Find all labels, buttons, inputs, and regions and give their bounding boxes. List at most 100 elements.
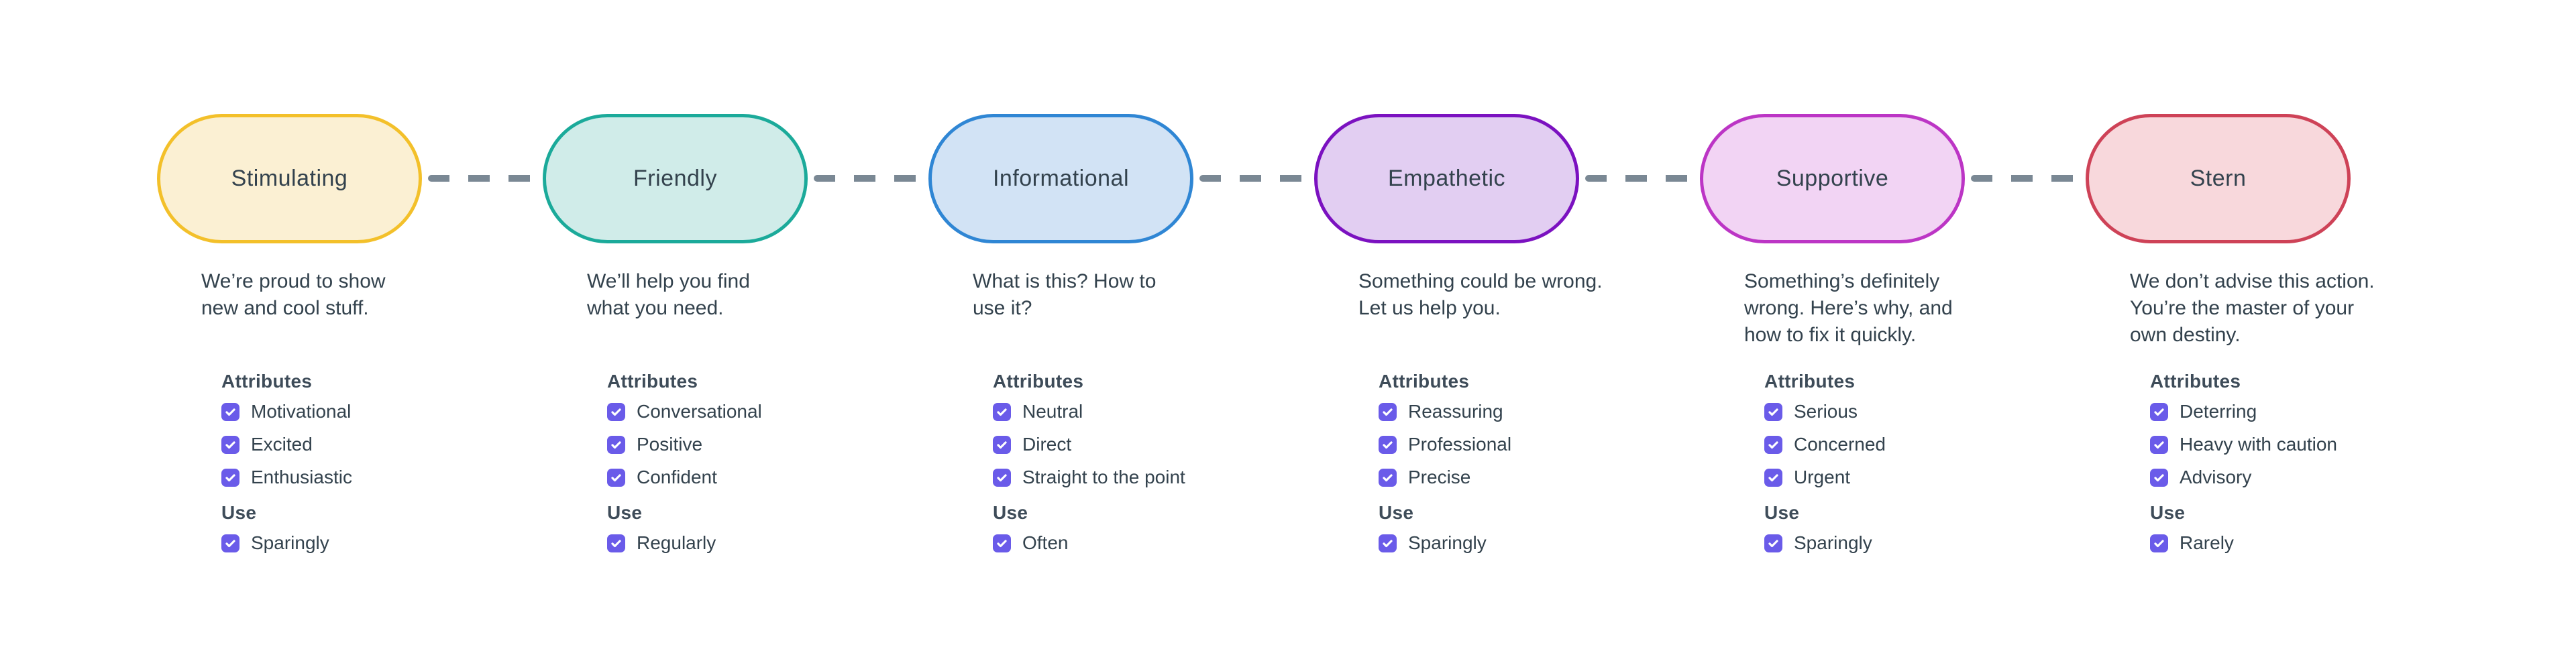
- checkbox-checked-icon[interactable]: [2150, 435, 2168, 454]
- checkbox-checked-icon[interactable]: [993, 534, 1011, 552]
- attribute-label: Precise: [1408, 467, 1471, 487]
- use-section: Use Sparingly: [97, 501, 482, 553]
- attributes-heading: Attributes: [993, 371, 1084, 392]
- checkmark-icon: [611, 440, 621, 449]
- checkmark-icon: [1383, 408, 1393, 416]
- attributes-heading: Attributes: [1379, 371, 1470, 392]
- checkbox-checked-icon[interactable]: [1379, 435, 1397, 454]
- attributes-section: Attributes Motivational Excited Enthusia…: [97, 370, 482, 487]
- checkbox-checked-icon[interactable]: [993, 402, 1011, 421]
- attribute-label: Neutral: [1022, 401, 1083, 422]
- tone-column-supportive: Supportive Something’s definitely wrong.…: [1640, 114, 2025, 567]
- checkmark-icon: [1768, 539, 1778, 547]
- checkmark-icon: [1383, 539, 1393, 547]
- attribute-label: Direct: [1022, 434, 1072, 455]
- checkbox-checked-icon[interactable]: [607, 435, 625, 454]
- use-label: Sparingly: [1408, 532, 1487, 553]
- attribute-label: Positive: [637, 434, 703, 455]
- use-section: Use Rarely: [2025, 501, 2411, 553]
- attributes-heading: Attributes: [2150, 371, 2241, 392]
- checkbox-checked-icon[interactable]: [607, 468, 625, 487]
- connector-dashed-line: [1199, 175, 1315, 182]
- tone-description-line: Something could be wrong.: [1358, 270, 1603, 292]
- checkbox-checked-icon[interactable]: [1764, 468, 1782, 487]
- attribute-label: Conversational: [637, 401, 762, 422]
- attribute-row: Deterring: [2150, 401, 2411, 422]
- tone-description: Something could be wrong. Let us help yo…: [1254, 268, 1640, 370]
- checkbox-checked-icon[interactable]: [607, 534, 625, 552]
- checkmark-icon: [225, 473, 235, 481]
- checkbox-checked-icon[interactable]: [1764, 402, 1782, 421]
- attribute-row: Reassuring: [1379, 401, 1640, 422]
- connector-dashed-line: [1971, 175, 2086, 182]
- checkbox-checked-icon[interactable]: [2150, 402, 2168, 421]
- attribute-label: Professional: [1408, 434, 1512, 455]
- attribute-row: Direct: [993, 434, 1254, 455]
- tone-node-informational: Informational: [928, 114, 1193, 243]
- tone-description-line: Something’s definitely: [1744, 270, 1940, 292]
- checkmark-icon: [225, 440, 235, 449]
- tone-description: What is this? How to use it?: [868, 268, 1254, 370]
- tone-description-line: We don’t advise this action.: [2130, 270, 2375, 292]
- checkmark-icon: [997, 408, 1007, 416]
- connector-dashed-line: [814, 175, 929, 182]
- attributes-heading: Attributes: [607, 371, 698, 392]
- checkbox-checked-icon[interactable]: [1379, 402, 1397, 421]
- attribute-label: Concerned: [1794, 434, 1886, 455]
- checkbox-checked-icon[interactable]: [221, 402, 239, 421]
- checkbox-checked-icon[interactable]: [1379, 468, 1397, 487]
- attribute-label: Reassuring: [1408, 401, 1503, 422]
- checkbox-checked-icon[interactable]: [1764, 435, 1782, 454]
- attribute-label: Urgent: [1794, 467, 1851, 487]
- connector-dashed-line: [428, 175, 543, 182]
- checkbox-checked-icon[interactable]: [221, 468, 239, 487]
- checkbox-checked-icon[interactable]: [1379, 534, 1397, 552]
- use-row: Sparingly: [1764, 532, 2025, 553]
- tone-column-friendly: Friendly We’ll help you find what you ne…: [482, 114, 868, 567]
- attribute-label: Enthusiastic: [251, 467, 352, 487]
- attribute-row: Heavy with caution: [2150, 434, 2411, 455]
- checkmark-icon: [225, 539, 235, 547]
- checkbox-checked-icon[interactable]: [2150, 534, 2168, 552]
- use-section: Use Often: [868, 501, 1254, 553]
- attribute-label: Advisory: [2180, 467, 2252, 487]
- tone-column-stimulating: Stimulating We’re proud to show new and …: [97, 114, 482, 567]
- tone-description-line: What is this? How to: [973, 270, 1157, 292]
- use-row: Sparingly: [221, 532, 482, 553]
- use-section: Use Sparingly: [1640, 501, 2025, 553]
- checkmark-icon: [1383, 440, 1393, 449]
- attribute-row: Positive: [607, 434, 868, 455]
- checkmark-icon: [2154, 539, 2164, 547]
- attributes-section: Attributes Neutral Direct Straight to th…: [868, 370, 1254, 487]
- attribute-row: Neutral: [993, 401, 1254, 422]
- checkmark-icon: [1383, 473, 1393, 481]
- checkbox-checked-icon[interactable]: [1764, 534, 1782, 552]
- attribute-label: Serious: [1794, 401, 1858, 422]
- attributes-section: Attributes Serious Concerned Urgent: [1640, 370, 2025, 487]
- tone-description-line: new and cool stuff.: [201, 297, 369, 319]
- tone-node-label: Informational: [992, 166, 1130, 191]
- checkmark-icon: [1768, 440, 1778, 449]
- tone-description: We’re proud to show new and cool stuff.: [97, 268, 482, 370]
- checkbox-checked-icon[interactable]: [607, 402, 625, 421]
- attribute-row: Straight to the point: [993, 467, 1254, 487]
- attribute-label: Confident: [637, 467, 717, 487]
- use-label: Sparingly: [251, 532, 329, 553]
- attribute-label: Straight to the point: [1022, 467, 1185, 487]
- use-row: Regularly: [607, 532, 868, 553]
- checkbox-checked-icon[interactable]: [221, 435, 239, 454]
- checkbox-checked-icon[interactable]: [221, 534, 239, 552]
- checkmark-icon: [1768, 408, 1778, 416]
- tone-description-line: We’re proud to show: [201, 270, 386, 292]
- attribute-label: Heavy with caution: [2180, 434, 2338, 455]
- checkmark-icon: [1768, 473, 1778, 481]
- use-label: Often: [1022, 532, 1069, 553]
- attribute-row: Excited: [221, 434, 482, 455]
- checkmark-icon: [611, 539, 621, 547]
- attributes-heading: Attributes: [1764, 371, 1856, 392]
- checkbox-checked-icon[interactable]: [993, 468, 1011, 487]
- checkbox-checked-icon[interactable]: [2150, 468, 2168, 487]
- checkbox-checked-icon[interactable]: [993, 435, 1011, 454]
- checkmark-icon: [997, 473, 1007, 481]
